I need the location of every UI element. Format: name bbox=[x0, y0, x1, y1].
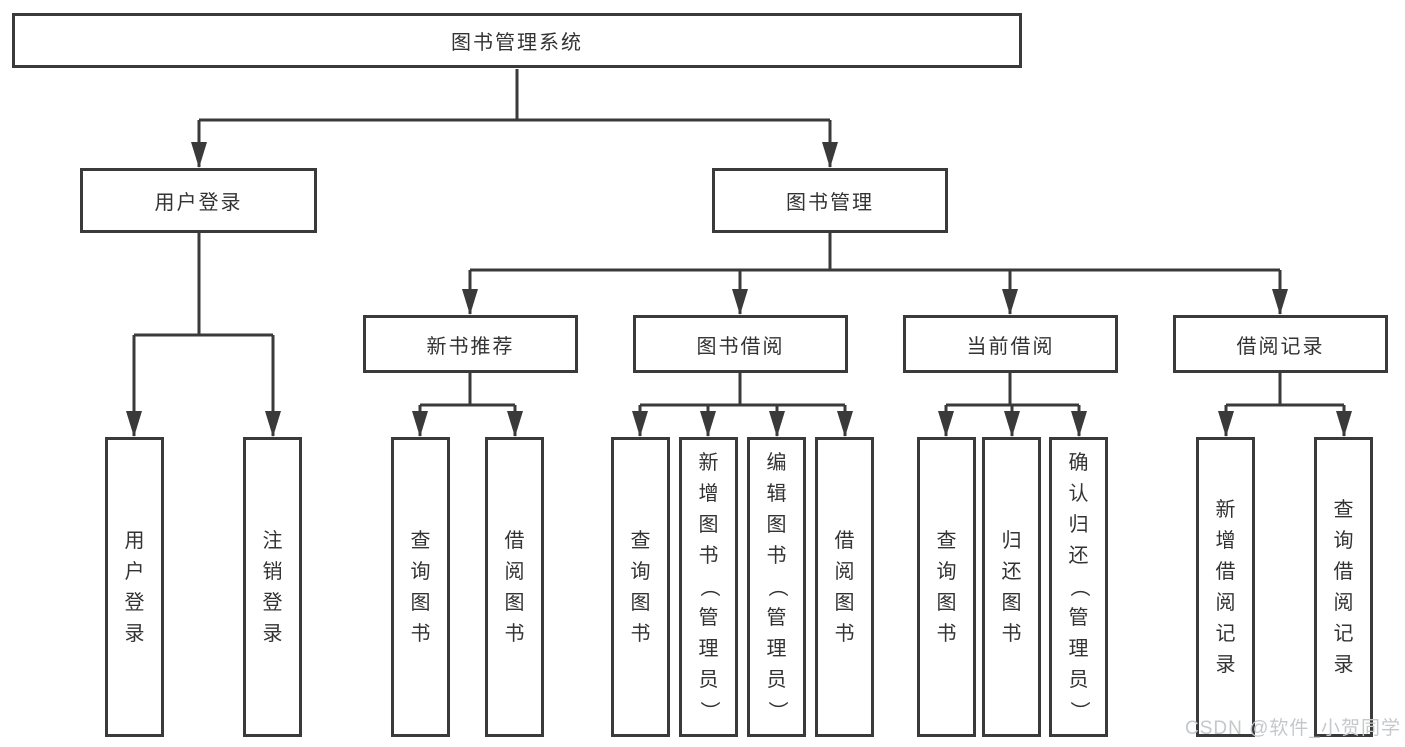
leaf-confirm-return-admin-label: 确认归还（管理员） bbox=[1067, 452, 1090, 721]
leaf-user-login: 用户登录 bbox=[105, 437, 164, 737]
node-new-book-recommend: 新书推荐 bbox=[363, 315, 578, 373]
leaf-add-borrow-record: 新增借阅记录 bbox=[1196, 437, 1255, 737]
node-book-management-label: 图书管理 bbox=[786, 192, 874, 214]
leaf-return-books-label: 归还图书 bbox=[1001, 529, 1022, 645]
connector-borrowing-split bbox=[640, 373, 845, 407]
leaf-query-borrow-record: 查询借阅记录 bbox=[1314, 437, 1373, 737]
leaf-add-book-admin: 新增图书（管理员） bbox=[679, 437, 738, 737]
node-book-management: 图书管理 bbox=[712, 168, 948, 233]
leaf-add-book-admin-label: 新增图书（管理员） bbox=[697, 452, 720, 721]
leaf-logout: 注销登录 bbox=[243, 437, 302, 737]
leaf-edit-book-admin: 编辑图书（管理员） bbox=[747, 437, 806, 737]
leaf-borrow-books-borrowing-label: 借阅图书 bbox=[834, 529, 855, 645]
leaf-query-books-borrowing: 查询图书 bbox=[611, 437, 670, 737]
leaf-confirm-return-admin: 确认归还（管理员） bbox=[1049, 437, 1108, 737]
connector-root-split bbox=[199, 69, 830, 122]
leaf-edit-book-admin-label: 编辑图书（管理员） bbox=[765, 452, 788, 721]
node-user-login: 用户登录 bbox=[80, 168, 317, 233]
leaf-borrow-books-borrowing: 借阅图书 bbox=[815, 437, 874, 737]
node-book-borrowing: 图书借阅 bbox=[633, 315, 848, 373]
leaf-borrow-books-recommend: 借阅图书 bbox=[485, 437, 544, 737]
node-book-management-system: 图书管理系统 bbox=[12, 13, 1022, 68]
connector-user-login-split bbox=[134, 233, 273, 337]
leaf-return-books: 归还图书 bbox=[982, 437, 1041, 737]
leaf-logout-label: 注销登录 bbox=[262, 529, 283, 645]
watermark: CSDN @软件_小贺同学 bbox=[1185, 718, 1401, 739]
leaf-add-borrow-record-label: 新增借阅记录 bbox=[1215, 498, 1236, 676]
node-book-management-system-label: 图书管理系统 bbox=[451, 32, 583, 54]
node-new-book-recommend-label: 新书推荐 bbox=[426, 335, 515, 358]
leaf-query-books-borrowing-label: 查询图书 bbox=[630, 529, 651, 645]
node-user-login-label: 用户登录 bbox=[154, 192, 243, 214]
connector-new-book-split bbox=[420, 373, 515, 407]
node-book-borrowing-label: 图书借阅 bbox=[696, 335, 785, 358]
node-current-borrowing-label: 当前借阅 bbox=[966, 335, 1055, 358]
leaf-query-books-recommend: 查询图书 bbox=[391, 437, 450, 737]
connector-records-split bbox=[1226, 373, 1344, 407]
leaf-query-books-current: 查询图书 bbox=[917, 437, 976, 737]
leaf-query-books-recommend-label: 查询图书 bbox=[410, 529, 431, 645]
leaf-query-borrow-record-label: 查询借阅记录 bbox=[1333, 498, 1354, 676]
node-borrowing-records: 借阅记录 bbox=[1173, 315, 1388, 373]
node-current-borrowing: 当前借阅 bbox=[903, 315, 1118, 373]
leaf-user-login-label: 用户登录 bbox=[124, 529, 145, 645]
leaf-borrow-books-recommend-label: 借阅图书 bbox=[504, 529, 525, 645]
node-borrowing-records-label: 借阅记录 bbox=[1236, 335, 1325, 358]
leaf-query-books-current-label: 查询图书 bbox=[936, 529, 957, 645]
connector-current-split bbox=[946, 373, 1079, 407]
connector-book-mgmt-split bbox=[470, 233, 1280, 272]
